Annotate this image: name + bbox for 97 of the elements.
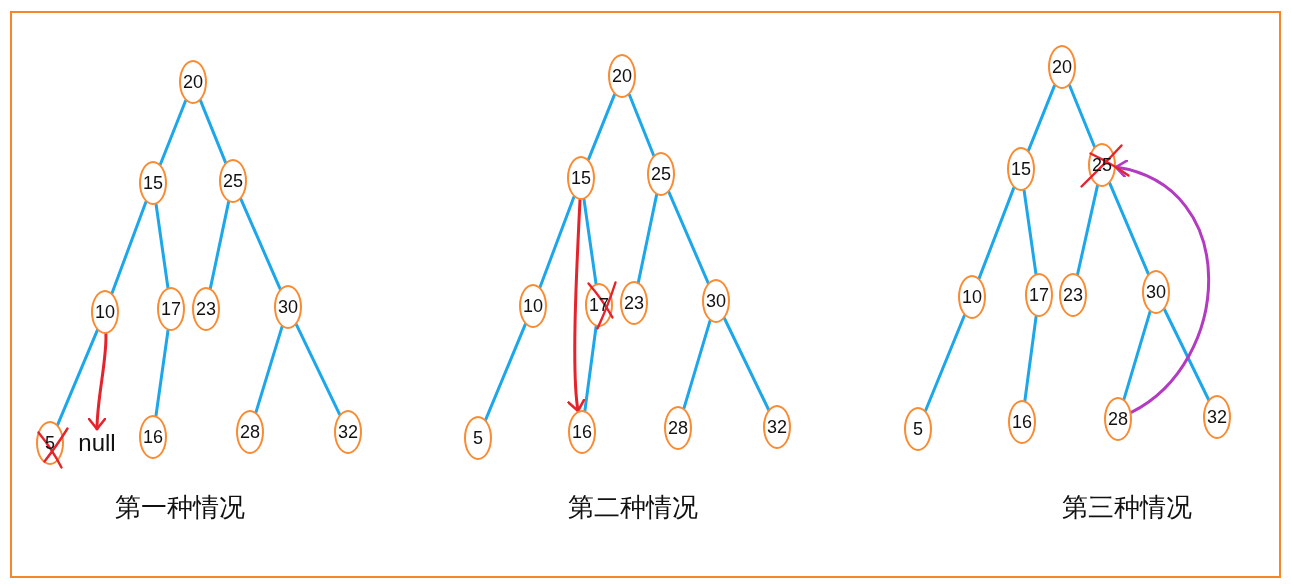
- arrow: [567, 198, 586, 413]
- tree-node: [1142, 270, 1170, 314]
- connector-line: [154, 203, 170, 289]
- node-value: 30: [278, 297, 298, 317]
- connector-line: [199, 99, 227, 164]
- tree-node: [620, 281, 648, 325]
- connector-line: [587, 93, 616, 161]
- caption-text: 第一种情况: [115, 491, 245, 523]
- connector-line: [1023, 315, 1038, 402]
- connector-line: [484, 322, 527, 422]
- connector-line: [636, 193, 659, 284]
- tree-node: [1203, 395, 1231, 439]
- tree-node: [1008, 400, 1036, 444]
- caption-text: 第三种情况: [1062, 491, 1192, 523]
- connector-line: [1022, 189, 1038, 275]
- connector-line: [1068, 84, 1096, 148]
- tree-node: [519, 284, 547, 328]
- connector-line: [682, 319, 712, 410]
- node-value: 23: [624, 293, 644, 313]
- node-value: 25: [223, 171, 243, 191]
- tree-node: [91, 290, 119, 334]
- node-value: 32: [1207, 407, 1227, 427]
- tree-node: [567, 156, 595, 200]
- connector-line: [208, 200, 231, 290]
- node-value: 17: [1029, 285, 1049, 305]
- caption-text: 第二种情况: [568, 491, 698, 523]
- connector-line: [977, 186, 1016, 280]
- tree-node: [1104, 397, 1132, 441]
- tree-node: [179, 60, 207, 104]
- connector-line: [538, 195, 576, 289]
- connector-line: [56, 328, 99, 427]
- tree-node: [647, 152, 675, 196]
- node-value: 10: [95, 302, 115, 322]
- node-value: 16: [143, 427, 163, 447]
- tree-node: [274, 285, 302, 329]
- tree-node: [958, 275, 986, 319]
- connector-line: [667, 190, 710, 285]
- node-value: 25: [651, 164, 671, 184]
- node-value: 23: [1063, 285, 1083, 305]
- tree-node: [139, 161, 167, 205]
- tree-node: [236, 410, 264, 454]
- node-value: 5: [913, 419, 923, 439]
- tree-node: [763, 405, 791, 449]
- tree-node: [1025, 273, 1053, 317]
- node-value: 10: [523, 296, 543, 316]
- connector-line: [1163, 308, 1210, 401]
- tree-node: [904, 407, 932, 451]
- connector-line: [1076, 184, 1099, 276]
- node-value: 20: [1052, 57, 1072, 77]
- node-value: 30: [706, 291, 726, 311]
- tree-node: [139, 415, 167, 459]
- tree-node: [192, 287, 220, 331]
- node-text: null: [78, 429, 116, 457]
- connector-line: [723, 317, 770, 411]
- tree-node: [157, 287, 185, 331]
- node-value: 28: [668, 418, 688, 438]
- node-value: 5: [473, 428, 483, 448]
- connector-line: [924, 314, 966, 412]
- tree-node: [334, 410, 362, 454]
- tree-node: [219, 159, 247, 203]
- node-value: 30: [1146, 282, 1166, 302]
- connector-line: [582, 198, 598, 285]
- connector-line: [627, 93, 656, 157]
- node-value: 16: [572, 422, 592, 442]
- node-value: 32: [338, 422, 358, 442]
- node-value: 28: [1108, 409, 1128, 429]
- connector-line: [154, 329, 170, 417]
- node-value: 20: [183, 72, 203, 92]
- connector-line: [1108, 181, 1150, 276]
- tree-node: [1048, 45, 1076, 89]
- connector-line: [254, 325, 284, 414]
- node-value: 17: [161, 299, 181, 319]
- connector-line: [294, 323, 342, 416]
- node-value: 15: [1011, 159, 1031, 179]
- connector-line: [1122, 310, 1152, 401]
- arrow: [1114, 160, 1211, 414]
- node-value: 15: [143, 173, 163, 193]
- node-value: 10: [962, 287, 982, 307]
- node-value: 15: [571, 168, 591, 188]
- node-value: 23: [196, 299, 216, 319]
- tree-node: [1059, 273, 1087, 317]
- node-value: 20: [612, 66, 632, 86]
- tree-node: [568, 410, 596, 454]
- node-value: 32: [767, 417, 787, 437]
- node-value: 28: [240, 422, 260, 442]
- tree-node: [608, 54, 636, 98]
- arrow: [87, 332, 108, 431]
- connector-line: [110, 200, 148, 295]
- tree-node: [1007, 147, 1035, 191]
- tree-node: [464, 416, 492, 460]
- connector-line: [239, 197, 282, 291]
- tree-node: [702, 279, 730, 323]
- connector-line: [583, 325, 598, 412]
- connector-line: [1027, 84, 1056, 152]
- tree-node: [664, 406, 692, 450]
- node-value: 16: [1012, 412, 1032, 432]
- connector-line: [158, 99, 188, 166]
